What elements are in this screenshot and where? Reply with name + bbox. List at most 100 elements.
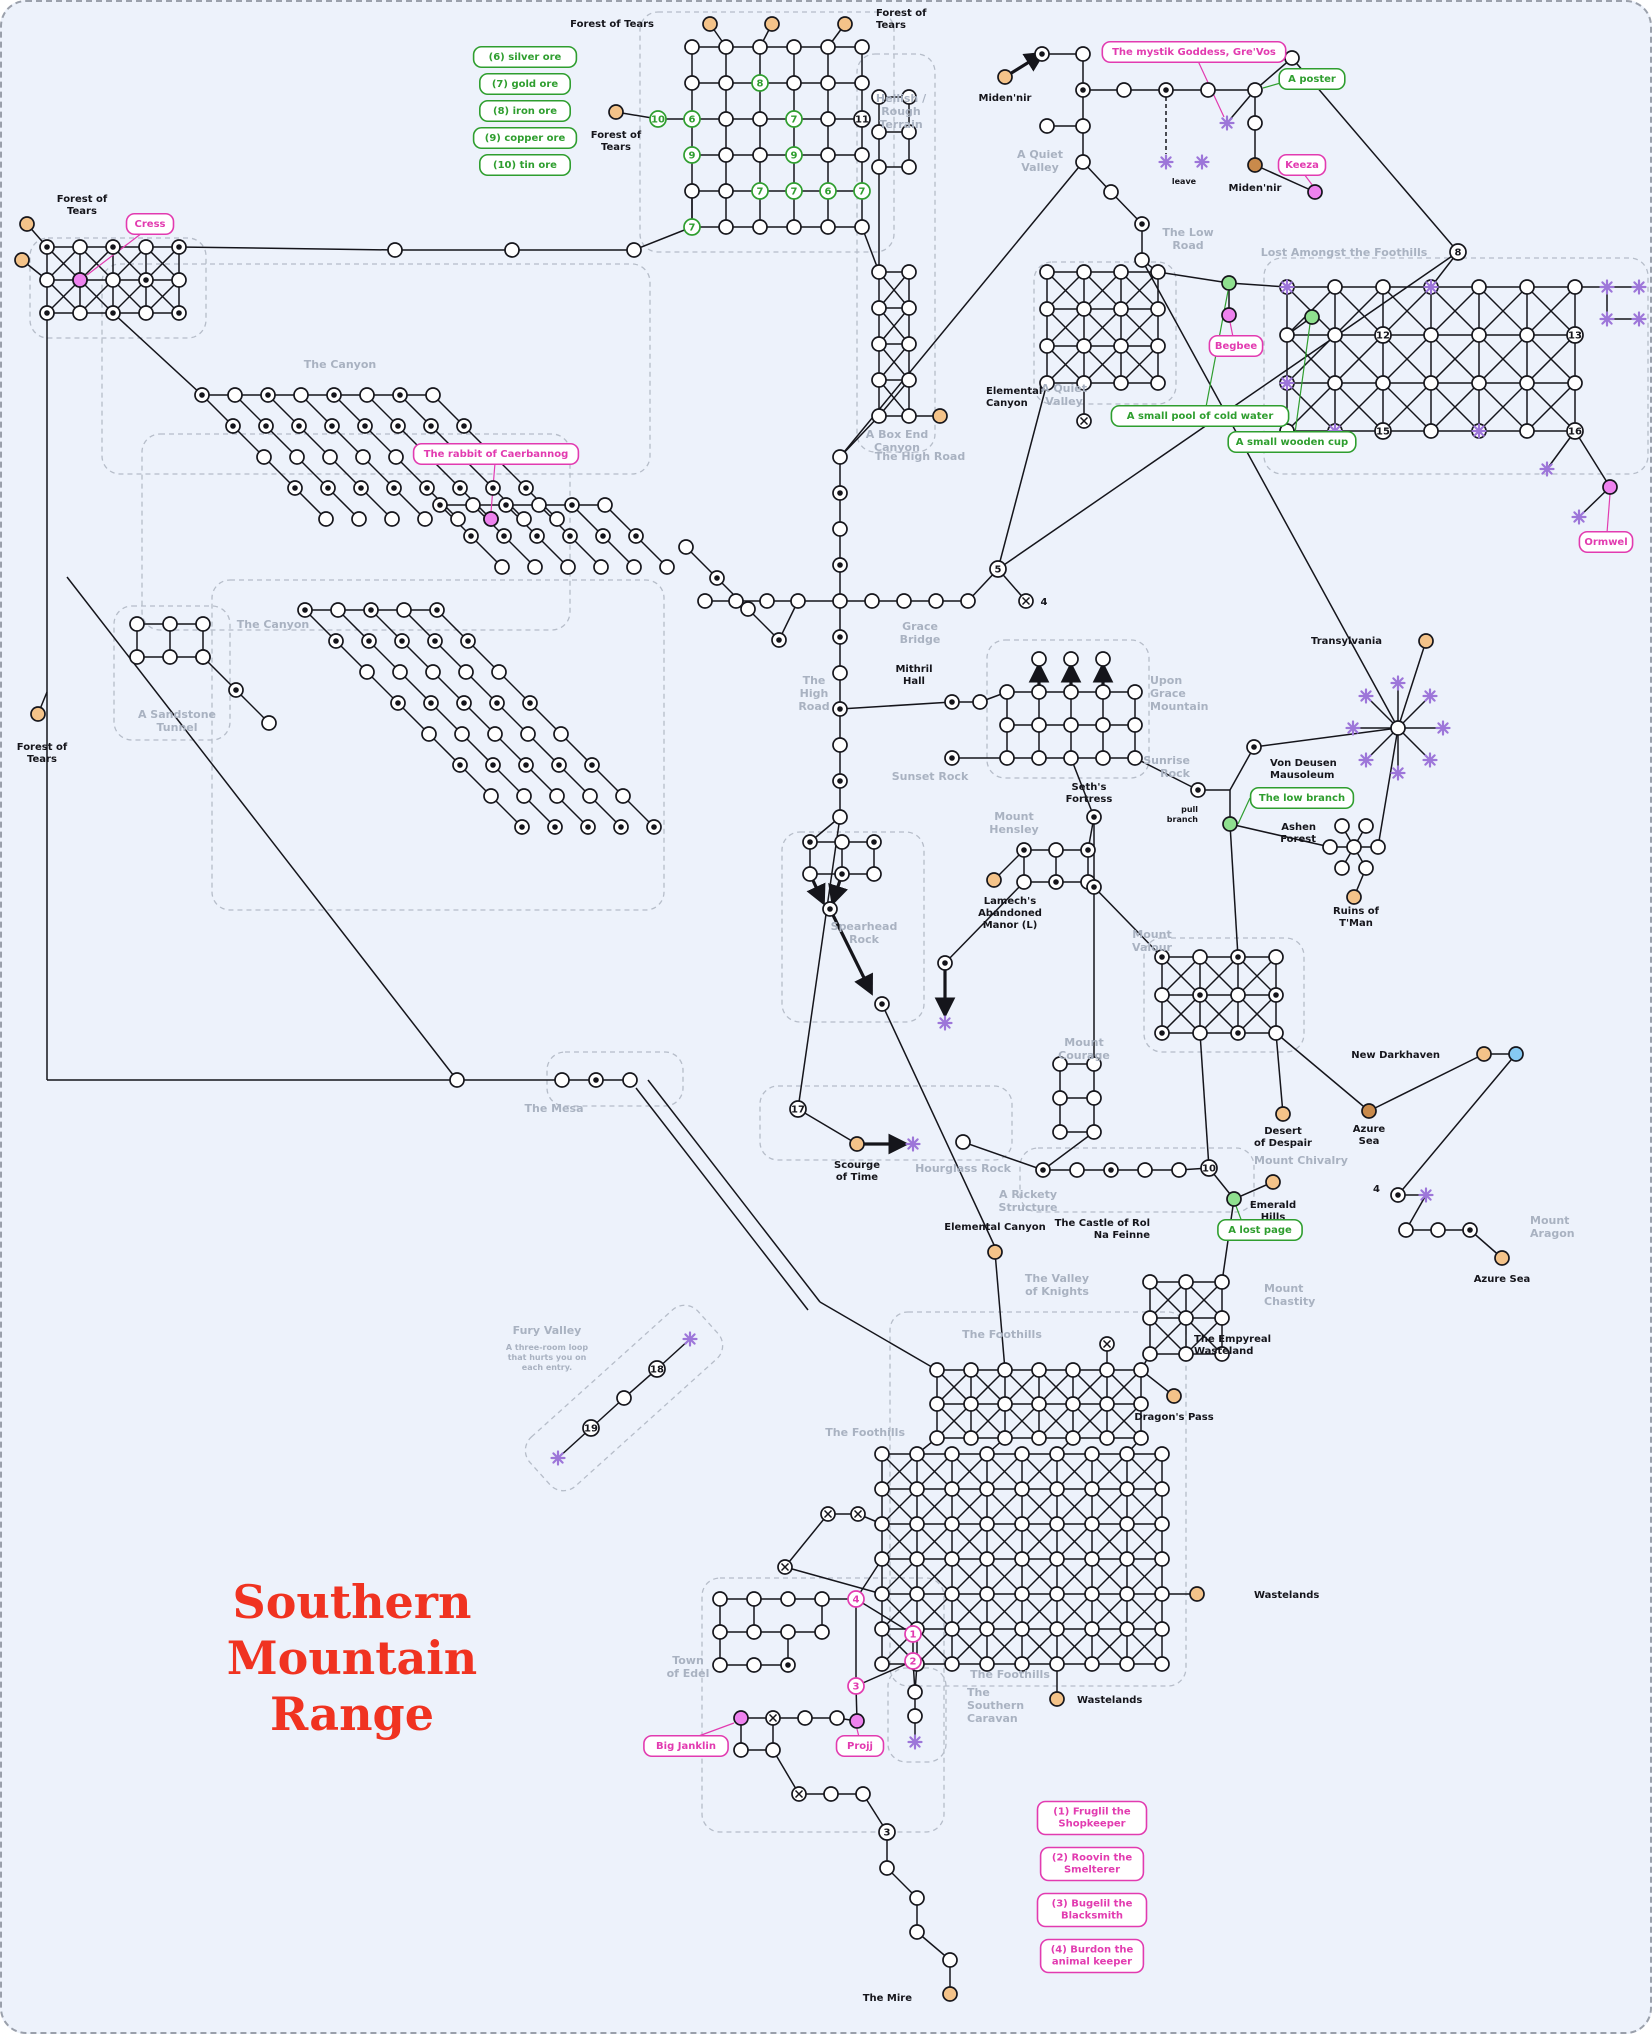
map-edge bbox=[1038, 1403, 1074, 1439]
room-node bbox=[1014, 1621, 1030, 1637]
room-node-dot bbox=[529, 528, 545, 544]
npc-label-box: The rabbit of Caerbannog bbox=[412, 442, 580, 466]
mob-icon bbox=[1631, 311, 1647, 327]
room-node bbox=[1086, 1056, 1102, 1072]
mob-icon bbox=[682, 1331, 698, 1347]
room-node bbox=[1014, 1516, 1030, 1532]
place-label: The Mire bbox=[863, 1993, 913, 2004]
room-node bbox=[1119, 1516, 1135, 1532]
room-node bbox=[626, 242, 642, 258]
map-edge bbox=[1526, 286, 1576, 336]
room-node bbox=[1268, 1025, 1284, 1041]
area-exit-node bbox=[30, 706, 46, 722]
room-node bbox=[616, 1390, 632, 1406]
mob-icon bbox=[1418, 1187, 1434, 1203]
room-node-dot bbox=[105, 305, 121, 321]
map-edge bbox=[1382, 286, 1432, 336]
room-node bbox=[359, 664, 375, 680]
room-node bbox=[864, 593, 880, 609]
room-node bbox=[1375, 375, 1391, 391]
map-edge bbox=[944, 881, 1025, 964]
room-node-dot bbox=[1230, 949, 1246, 965]
map-edge bbox=[936, 1369, 972, 1405]
room-node bbox=[1075, 46, 1091, 62]
room-node bbox=[1192, 949, 1208, 965]
room-node bbox=[752, 39, 768, 55]
room-node-dot bbox=[944, 750, 960, 766]
room-node bbox=[388, 449, 404, 465]
room-node bbox=[1214, 1274, 1230, 1290]
mob-icon bbox=[550, 1450, 566, 1466]
room-node bbox=[1065, 1396, 1081, 1412]
npc-node bbox=[1307, 184, 1323, 200]
npc-label-box: Big Janklin bbox=[643, 1734, 729, 1758]
room-node-dot bbox=[194, 387, 210, 403]
room-node bbox=[820, 75, 836, 91]
area-outline bbox=[101, 263, 651, 475]
map-edge bbox=[1021, 1558, 1058, 1595]
room-node bbox=[1423, 327, 1439, 343]
ore-room-node: 7 bbox=[785, 110, 803, 128]
svg-text:(7) gold ore: (7) gold ore bbox=[492, 79, 558, 90]
room-node bbox=[684, 183, 700, 199]
map-edge bbox=[1091, 1453, 1128, 1490]
map-edge bbox=[1382, 382, 1432, 432]
svg-text:6: 6 bbox=[689, 115, 696, 126]
room-node bbox=[979, 1446, 995, 1462]
map-edge bbox=[1021, 1523, 1058, 1560]
water-node bbox=[1508, 1046, 1524, 1062]
room-node bbox=[72, 305, 88, 321]
map-edge bbox=[951, 1523, 988, 1560]
room-node bbox=[1154, 1621, 1170, 1637]
room-node bbox=[1133, 1396, 1149, 1412]
room-node bbox=[1127, 717, 1143, 733]
room-node bbox=[1075, 118, 1091, 134]
region-label: Fury Valley bbox=[513, 1324, 582, 1337]
numbered-room-node: 13 bbox=[1566, 326, 1584, 344]
room-node bbox=[516, 511, 532, 527]
map-edge bbox=[1430, 334, 1480, 384]
room-node bbox=[1014, 1656, 1030, 1672]
place-label: New Darkhaven bbox=[1351, 1050, 1440, 1061]
svg-text:7: 7 bbox=[791, 115, 798, 126]
room-node-dot bbox=[361, 633, 377, 649]
room-node bbox=[871, 300, 887, 316]
room-node bbox=[1142, 1346, 1158, 1362]
map-title: Southern Mountain Range bbox=[177, 1574, 527, 1742]
map-edge bbox=[1149, 1281, 1187, 1319]
room-node bbox=[256, 449, 272, 465]
room-node bbox=[740, 601, 756, 617]
place-label: leave bbox=[1172, 177, 1197, 186]
room-node bbox=[820, 219, 836, 235]
room-node bbox=[834, 834, 850, 850]
room-node-dot bbox=[522, 695, 538, 711]
ore-room-node: 7 bbox=[683, 218, 701, 236]
room-node bbox=[171, 272, 187, 288]
mob-icon bbox=[1390, 765, 1406, 781]
room-node bbox=[907, 1708, 923, 1724]
room-node bbox=[1327, 375, 1343, 391]
room-node bbox=[752, 219, 768, 235]
room-node bbox=[944, 1551, 960, 1567]
room-node-dot bbox=[866, 834, 882, 850]
room-node-dot bbox=[460, 633, 476, 649]
item-label-box: A small pool of cold water bbox=[1110, 404, 1290, 428]
numbered-room-node: 15 bbox=[1374, 422, 1392, 440]
room-node bbox=[1471, 279, 1487, 295]
room-node-dot bbox=[1080, 842, 1096, 858]
map-edge bbox=[881, 1453, 918, 1490]
room-node bbox=[1049, 1516, 1065, 1532]
room-node bbox=[1192, 1025, 1208, 1041]
map-edge bbox=[1526, 334, 1576, 384]
numbered-room-node: 18 bbox=[648, 1360, 666, 1378]
map-edge bbox=[1397, 1053, 1517, 1196]
